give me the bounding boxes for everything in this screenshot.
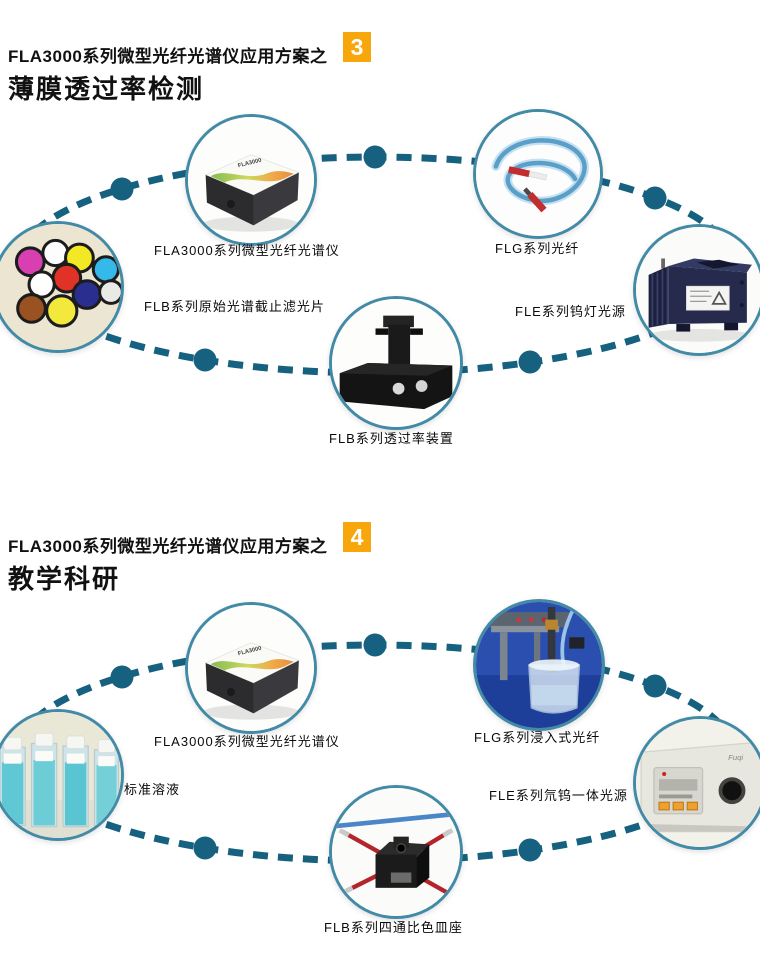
label-transmittance-stage: FLB系列透过率装置 [329, 431, 454, 446]
tungsten-lamp-image [633, 224, 760, 356]
color-filters-image [0, 221, 124, 353]
fiber-coil-photo-icon [476, 112, 600, 236]
scheme3-header: FLA3000系列微型光纤光谱仪应用方案之 [8, 47, 328, 66]
label-deuterium-tungsten-source: FLE系列氘钨一体光源 [489, 788, 628, 803]
scheme3-number-badge: 3 [343, 32, 371, 62]
label-cuvette-holder: FLB系列四通比色皿座 [324, 920, 463, 935]
cuvette-holder-photo-icon [332, 788, 460, 916]
label-standard-solutions: 标准溶液 [124, 782, 181, 797]
label-spectrometer: FLA3000系列微型光纤光谱仪 [154, 243, 340, 258]
scheme4-network-dots [110, 633, 667, 862]
svg-text:FLA3000: FLA3000 [237, 646, 262, 658]
label-filters: FLB系列原始光谱截止滤光片 [144, 299, 325, 314]
tungsten-lamp-photo-icon [636, 227, 760, 353]
cuvette-holder-image [329, 785, 463, 919]
scheme4-number-badge: 4 [343, 522, 371, 552]
deuterium-tungsten-source-photo-icon: Fuqi [636, 719, 760, 847]
scheme4-header: FLA3000系列微型光纤光谱仪应用方案之 [8, 537, 328, 556]
svg-text:FLA3000: FLA3000 [237, 158, 262, 170]
transmittance-stage-image [329, 296, 463, 430]
label-fiber: FLG系列光纤 [495, 241, 580, 256]
spectrometer-photo-icon: FLA3000 [188, 117, 314, 243]
color-filters-photo-icon [0, 224, 121, 350]
fiber-coil-image [473, 109, 603, 239]
transmittance-stage-photo-icon [332, 299, 460, 427]
spectrometer-image: FLA3000 [185, 114, 317, 246]
standard-solutions-photo-icon [0, 712, 121, 838]
immersion-fiber-image [473, 599, 605, 731]
spectrometer-photo-icon: FLA3000 [188, 605, 314, 731]
label-spectrometer-2: FLA3000系列微型光纤光谱仪 [154, 734, 340, 749]
standard-solutions-image [0, 709, 124, 841]
svg-text:Fuqi: Fuqi [728, 753, 743, 762]
label-tungsten-lamp: FLE系列钨灯光源 [515, 304, 626, 319]
scheme3-subtitle: 薄膜透过率检测 [8, 74, 205, 104]
scheme3-network-dots [110, 145, 667, 374]
spectrometer-image-2: FLA3000 [185, 602, 317, 734]
deuterium-tungsten-source-image: Fuqi [633, 716, 760, 850]
scheme4-subtitle: 教学科研 [8, 564, 121, 594]
label-immersion-fiber: FLG系列浸入式光纤 [474, 730, 601, 745]
immersion-fiber-photo-icon [476, 602, 602, 728]
